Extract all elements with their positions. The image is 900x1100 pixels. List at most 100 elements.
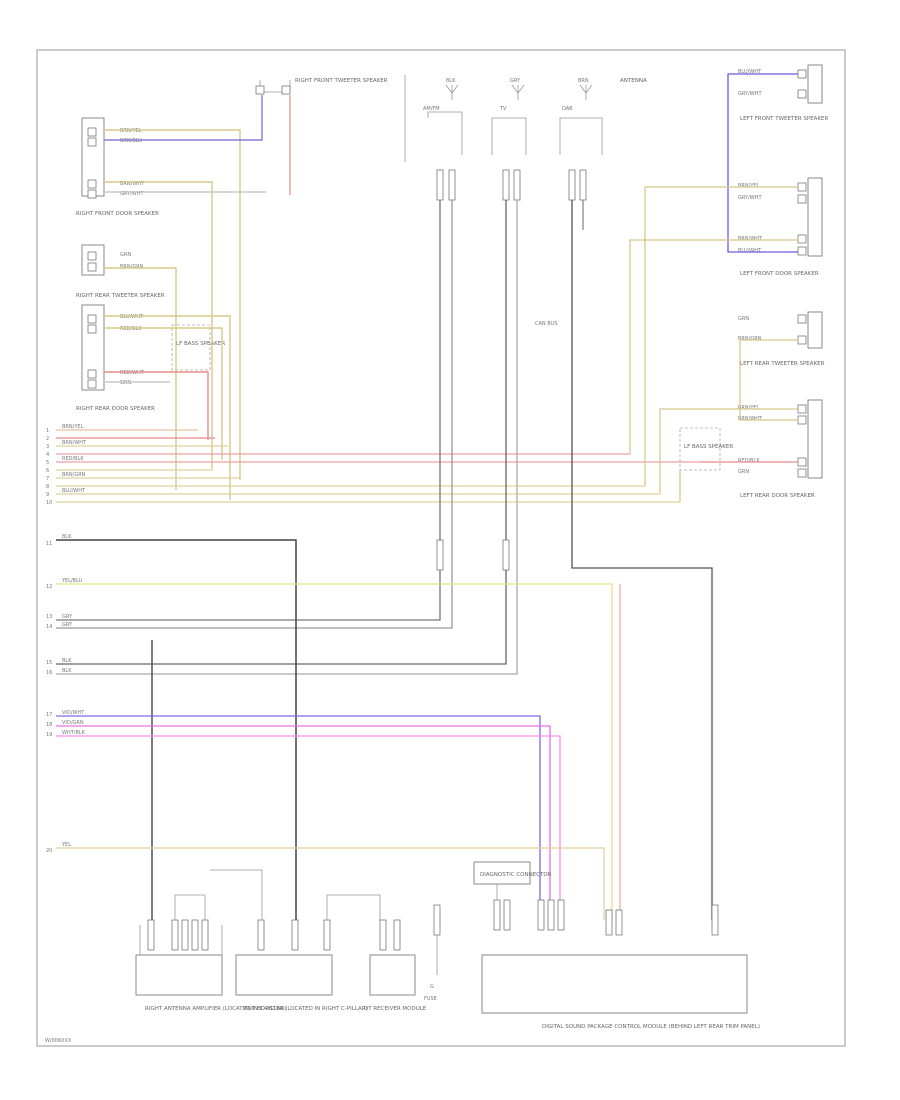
inline-connector-b [502,539,510,571]
wire-label-1: BRN/YEL [120,128,142,134]
r-wire-label-1: BLU/WHT [738,69,762,75]
mid-label-gry2: GRY [62,622,73,628]
mid-harness [56,539,621,925]
wire-label-10: GRN [120,380,131,386]
right-rear-bass-callout: LF BASS SPEAKER [171,324,225,371]
diagnostic-connector: DIAGNOSTIC CONNECTOR [473,861,552,900]
mid-label-vio1: VIO/WHT [62,710,85,716]
dt-module-label: DT RECEIVER MODULE [364,1006,427,1012]
svg-text:15: 15 [46,660,52,666]
mid-label-vio2: VIO/GRN [62,720,84,726]
svg-text:18: 18 [46,722,52,728]
svg-text:13: 13 [46,614,52,620]
left-rear-door-speaker-label: LEFT REAR DOOR SPEAKER [740,493,815,499]
r-wire-label-10: BRN/WHT [738,416,763,422]
r-wire-label-12: GRN [738,469,749,475]
right-front-tweeter-label: RIGHT FRONT TWEETER SPEAKER [295,78,388,84]
svg-text:5: 5 [46,460,49,466]
r-wire-label-9: BRN/YEL [738,405,760,411]
left-front-tweeter-label: LEFT FRONT TWEETER SPEAKER [740,116,829,122]
mid-label-yel2: YEL [61,842,71,848]
left-rear-door-speaker: LEFT REAR DOOR SPEAKER [740,399,823,499]
fuse-label: FUSE [424,996,437,1002]
svg-text:TV: TV [499,106,507,112]
right-front-door-speaker: RIGHT FRONT DOOR SPEAKER [76,117,159,217]
diagnostic-connector-label: DIAGNOSTIC CONNECTOR [480,872,552,878]
wire-label-3: BRN/WHT [120,181,145,187]
ground-fuse: G FUSE [424,904,441,1002]
mid-label-blk: BLK [62,534,72,540]
wire-label-6: BRN/GRN [120,264,144,270]
right-speaker-wires [629,73,798,502]
svg-text:DAB: DAB [562,106,573,112]
wire-label-7: BLU/WHT [120,314,144,320]
mid-label-blk2: BLK [62,658,72,664]
svg-text:9: 9 [46,492,49,498]
left-connector-numbers: 1 2 3 4 5 6 7 8 9 10 11 12 13 14 15 16 1… [46,428,52,854]
antenna-tv: GRY TV [491,78,527,155]
right-front-door-speaker-label: RIGHT FRONT DOOR SPEAKER [76,211,159,217]
antenna-connectors [436,169,587,201]
mid-label-yel: YEL/BLU [61,578,83,584]
harness-label-3: RED/BLK [62,456,84,462]
left-rear-bass-callout: LF BASS SPEAKER [679,427,733,471]
svg-text:2: 2 [46,436,49,442]
right-front-tweeter: RIGHT FRONT TWEETER SPEAKER [255,78,388,95]
r-wire-label-7: GRN [738,316,749,322]
svg-text:16: 16 [46,670,52,676]
diagram-frame [36,49,846,1047]
right-rear-tweeter: RIGHT REAR TWEETER SPEAKER [76,244,165,299]
svg-text:GRY: GRY [510,78,521,84]
inline-connector-a [436,539,444,571]
right-rear-tweeter-label: RIGHT REAR TWEETER SPEAKER [76,293,165,299]
ant-booster: ANT BOOSTER (LOCATED IN RIGHT C-PILLAR) [210,869,381,1012]
svg-text:10: 10 [46,500,52,506]
r-wire-label-2: GRY/WHT [738,91,762,97]
svg-text:8: 8 [46,484,49,490]
svg-text:17: 17 [46,712,52,718]
right-rear-door-speaker-label: RIGHT REAR DOOR SPEAKER [76,406,155,412]
r-wire-label-11: RED/BLK [738,458,760,464]
right-rear-door-speaker: RIGHT REAR DOOR SPEAKER [76,304,155,412]
dt-module: DT RECEIVER MODULE [364,919,427,1012]
svg-text:AM/FM: AM/FM [423,106,440,112]
svg-text:6: 6 [46,468,49,474]
svg-text:11: 11 [46,541,52,547]
svg-text:BRN: BRN [578,78,589,84]
svg-text:BLK: BLK [446,78,456,84]
antenna-cables [56,200,713,920]
svg-text:14: 14 [46,624,52,630]
left-front-door-speaker-label: LEFT FRONT DOOR SPEAKER [740,271,819,277]
right-antenna-amplifier: RIGHT ANTENNA AMPLIFIER (LOCATED IN C-PI… [135,894,286,1012]
r-wire-label-5: BRN/WHT [738,236,763,242]
antenna-am-fm: BLK AM/FM [423,78,463,155]
wire-label-8: RED/BLK [120,326,142,332]
wire-label-9: RED/WHT [120,370,145,376]
can-note: CAN BUS [535,321,558,327]
harness-label-4: BRN/GRN [62,472,86,478]
r-wire-label-3: BRN/YEL [738,183,760,189]
svg-text:1: 1 [46,428,49,434]
head-unit-label: DIGITAL SOUND PACKAGE CONTROL MODULE (BE… [542,1024,760,1030]
wire-label-4: GRY/WHT [120,191,144,197]
left-rear-tweeter: LEFT REAR TWEETER SPEAKER [740,311,825,367]
mid-label-gry1: GRY [62,614,73,620]
harness-label-5: BLU/WHT [62,488,86,494]
r-wire-label-6: BLU/WHT [738,248,762,254]
svg-text:4: 4 [46,452,49,458]
mid-label-blk3: BLK [62,668,72,674]
left-front-door-speaker: LEFT FRONT DOOR SPEAKER [740,177,823,277]
footer-code: W/0060XX [45,1038,72,1044]
harness-label-1: BRN/YEL [62,424,84,430]
left-speaker-wires [104,95,291,500]
r-wire-label-8: BRN/GRN [738,336,762,342]
mid-label-vio3: WHT/BLK [62,730,86,736]
wire-label-5: GRN [120,252,131,258]
r-wire-label-4: GRY/WHT [738,195,762,201]
ant-booster-label: ANT BOOSTER (LOCATED IN RIGHT C-PILLAR) [244,1006,368,1012]
antenna-label: ANTENNA [620,78,647,84]
svg-text:20: 20 [46,848,52,854]
left-rear-tweeter-label: LEFT REAR TWEETER SPEAKER [740,361,825,367]
svg-text:3: 3 [46,444,49,450]
